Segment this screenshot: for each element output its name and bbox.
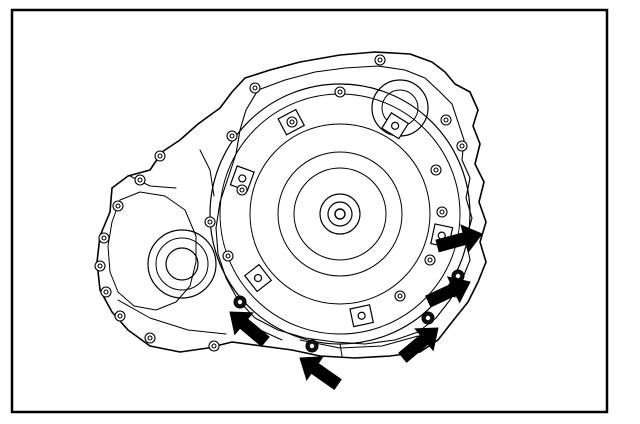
- bolt-icon: [334, 86, 346, 98]
- shaft-bore-inner: [165, 247, 199, 281]
- mounting-pad: [243, 263, 273, 293]
- flange-contour: [215, 65, 473, 345]
- left-housing-rib: [107, 191, 197, 311]
- indicated-bolts: [233, 229, 477, 353]
- bolt-icon: [430, 164, 442, 176]
- bolt-icon: [236, 184, 248, 196]
- bolt-icon: [249, 82, 261, 94]
- bolt-icon: [208, 340, 220, 352]
- converter-ring-5: [293, 167, 387, 261]
- bolt-icon: [456, 140, 468, 152]
- bolt-icon: [100, 286, 112, 298]
- pointer-arrow-icon: [229, 311, 270, 347]
- housing-bolts: [94, 54, 468, 352]
- converter-hub-inner: [334, 208, 346, 220]
- bolt-icon: [305, 339, 319, 353]
- bolt-icon: [94, 260, 106, 272]
- shaft-bore-mid: [155, 237, 209, 291]
- pointer-arrow-icon: [435, 224, 483, 254]
- bolt-icon: [222, 250, 234, 262]
- mounting-pad: [381, 112, 410, 140]
- bolt-icon: [114, 310, 126, 322]
- bolt-icon: [440, 114, 452, 126]
- mounting-pad: [349, 304, 374, 328]
- bolt-icon: [394, 290, 406, 302]
- converter-hub-outer: [319, 193, 361, 235]
- bolt-icon: [154, 150, 166, 162]
- shaft-bore-outer: [147, 229, 217, 299]
- bolt-icon: [424, 254, 436, 266]
- bolt-icon: [144, 332, 156, 344]
- bolt-icon: [98, 232, 110, 244]
- bolt-icon: [226, 130, 238, 142]
- lower-flange-detail: [259, 329, 419, 357]
- bolt-icon: [436, 206, 448, 218]
- bolt-icon: [134, 174, 146, 186]
- converter-hub-mid: [327, 201, 353, 227]
- pointer-arrow-icon: [398, 327, 439, 363]
- bolt-icon: [204, 216, 216, 228]
- converter-ring-3: [249, 123, 431, 305]
- bolt-icon: [374, 54, 386, 66]
- pointer-arrow-icon: [299, 356, 342, 390]
- bolt-icon: [233, 295, 247, 309]
- converter-ring-4: [277, 151, 403, 277]
- bolt-icon: [421, 311, 435, 325]
- bolt-icon: [112, 200, 124, 212]
- bolt-icon: [286, 116, 298, 128]
- pointer-arrow-icon: [425, 276, 471, 308]
- converter-mounting-pads: [229, 108, 454, 328]
- pointer-arrows: [229, 224, 483, 390]
